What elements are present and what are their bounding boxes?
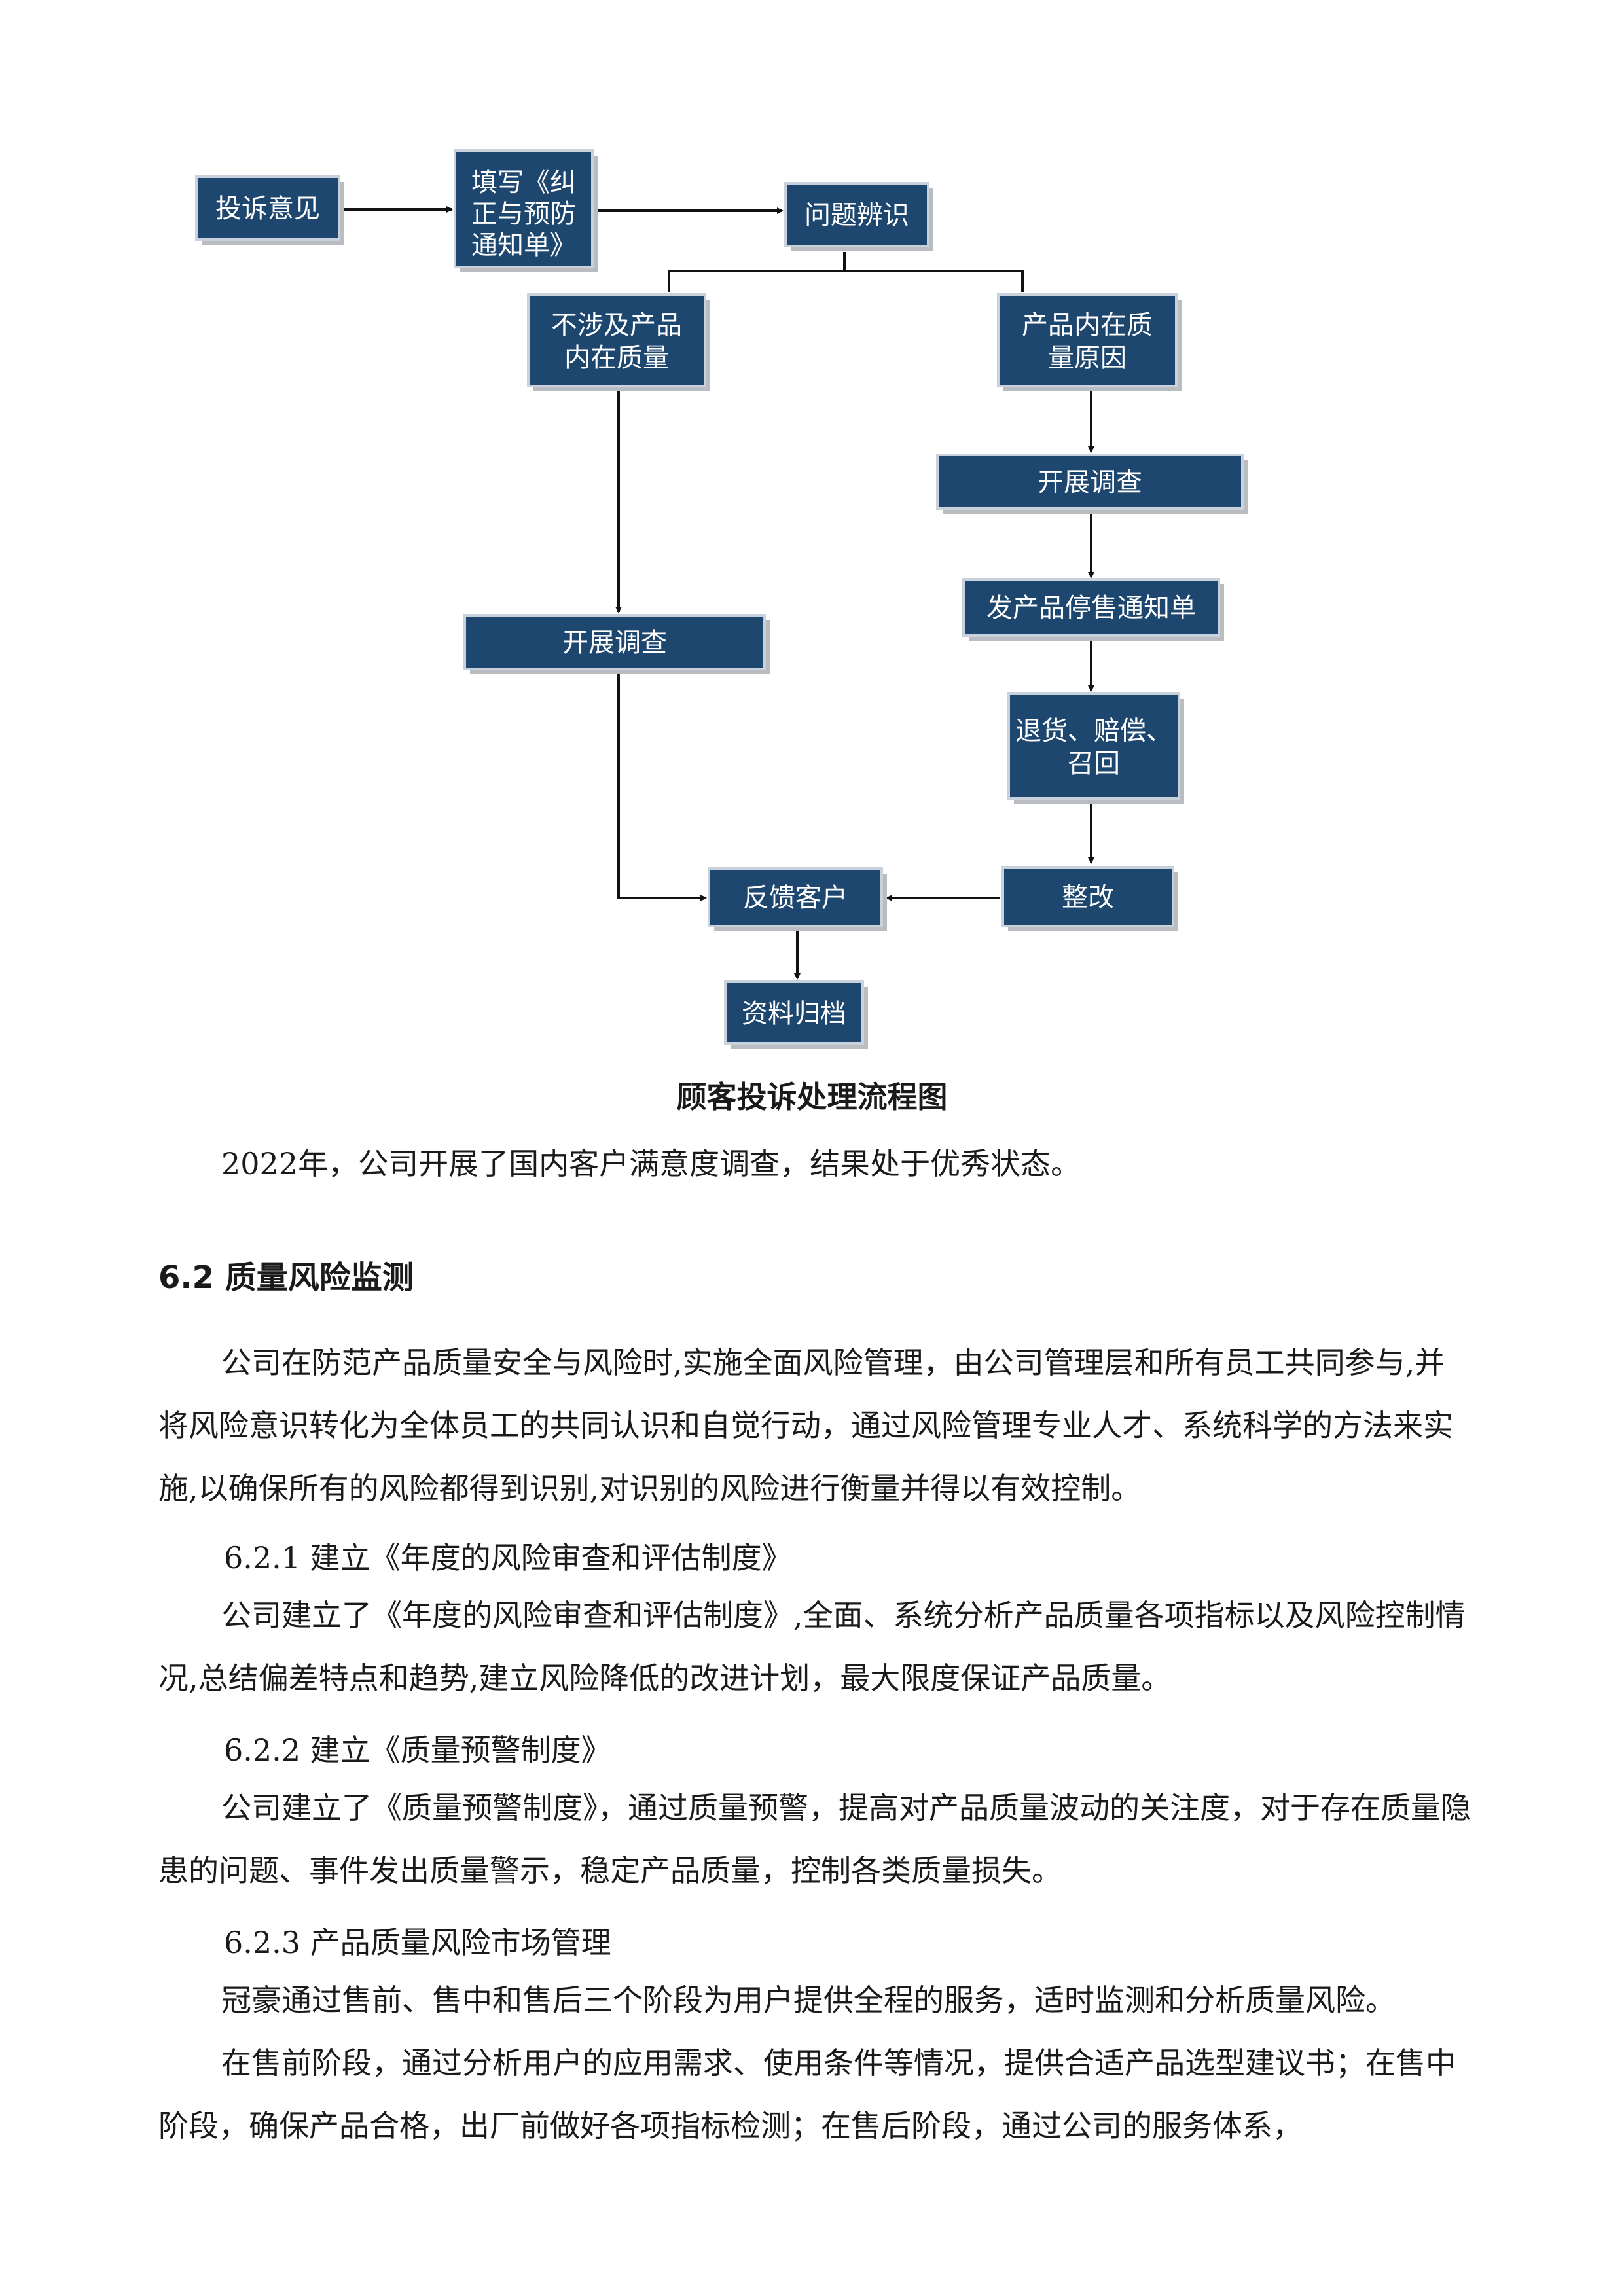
node-label: 整改 <box>1062 882 1114 912</box>
node-label: 产品内在质 <box>1022 310 1153 340</box>
paragraph-6-2-1: 公司建立了《年度的风险审查和评估制度》,全面、系统分析产品质量各项指标以及风险控… <box>158 1598 1466 1696</box>
paragraph-6-2-3-b: 在售前阶段，通过分析用户的应用需求、使用条件等情况，提供合适产品选型建议书；在售… <box>158 2045 1456 2144</box>
node-investigate-right: 开展调查 <box>936 454 1248 514</box>
paragraph-survey: 2022年，公司开展了国内客户满意度调查，结果处于优秀状态。 <box>221 1146 1081 1181</box>
paragraph-6-2-2: 公司建立了《质量预警制度》，通过质量预警，提高对产品质量波动的关注度，对于存在质… <box>158 1790 1471 1888</box>
paragraph-6-2-3-a: 冠豪通过售前、售中和售后三个阶段为用户提供全程的服务，适时监测和分析质量风险。 <box>221 1982 1396 2018</box>
figure-caption: 顾客投诉处理流程图 <box>676 1079 948 1115</box>
node-identify: 问题辨识 <box>784 182 933 251</box>
node-label: 投诉意见 <box>215 194 320 224</box>
subheading-6-2-3: 6.2.3 产品质量风险市场管理 <box>224 1925 611 1960</box>
node-label: 召回 <box>1068 749 1120 779</box>
complaint-flowchart: 投诉意见 填写《纠 正与预防 通知单》 问题辨识 不涉及产品 内在质量 产品内在… <box>195 149 1248 1049</box>
node-label: 填写《纠 <box>471 168 576 198</box>
node-label: 资料归档 <box>742 999 846 1029</box>
node-label: 反馈客户 <box>743 883 848 913</box>
section-heading-6-2: 6.2 质量风险监测 <box>158 1259 414 1296</box>
node-not-quality: 不涉及产品 内在质量 <box>527 293 710 391</box>
subheading-6-2-1: 6.2.1 建立《年度的风险审查和评估制度》 <box>224 1540 792 1575</box>
node-return: 退货、赔偿、 召回 <box>1007 692 1184 804</box>
node-investigate-left: 开展调查 <box>463 614 770 674</box>
node-complaint: 投诉意见 <box>195 175 344 245</box>
node-label: 退货、赔偿、 <box>1015 716 1172 746</box>
node-label: 通知单》 <box>471 230 576 260</box>
node-label: 问题辨识 <box>804 200 909 230</box>
node-form: 填写《纠 正与预防 通知单》 <box>454 149 598 272</box>
node-archive: 资料归档 <box>724 980 868 1049</box>
node-label: 内在质量 <box>564 343 669 373</box>
node-label: 开展调查 <box>1038 467 1142 497</box>
node-rectify: 整改 <box>1001 866 1178 931</box>
node-quality-cause: 产品内在质 量原因 <box>997 293 1182 391</box>
edge-investigate-feedback <box>617 669 707 901</box>
node-stop-sale: 发产品停售通知单 <box>962 578 1224 641</box>
node-label: 开展调查 <box>562 628 667 658</box>
paragraph-risk-management: 公司在防范产品质量安全与风险时,实施全面风险管理，由公司管理层和所有员工共同参与… <box>158 1345 1453 1506</box>
edge-identify-split-right <box>844 270 1024 292</box>
node-label: 量原因 <box>1048 343 1127 373</box>
node-label: 不涉及产品 <box>551 310 682 340</box>
subheading-6-2-2: 6.2.2 建立《质量预警制度》 <box>224 1732 611 1768</box>
node-feedback: 反馈客户 <box>708 867 887 931</box>
edge-identify-split <box>668 252 846 292</box>
node-label: 正与预防 <box>471 199 576 229</box>
node-label: 发产品停售通知单 <box>986 593 1196 623</box>
